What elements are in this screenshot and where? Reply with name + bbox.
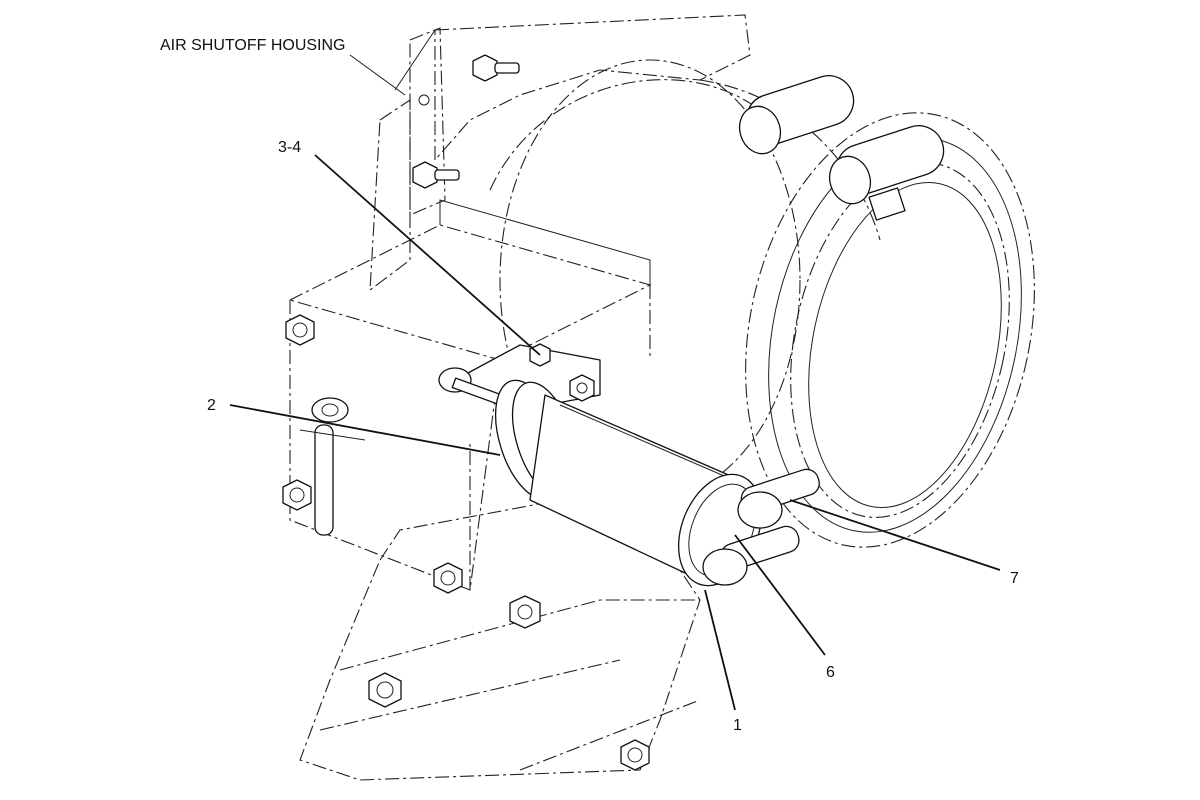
leader-1 <box>704 589 736 711</box>
leader-6 <box>734 534 826 656</box>
leader-lines <box>229 54 1001 711</box>
callout-3-4: 3-4 <box>278 139 301 156</box>
callout-6: 6 <box>826 664 835 681</box>
callout-2: 2 <box>207 397 216 414</box>
air-shutoff-housing-casting <box>299 14 1035 781</box>
linkage-rod <box>299 397 366 536</box>
cylinder-assembly <box>438 343 820 587</box>
callout-1: 1 <box>733 717 742 734</box>
mounting-box <box>288 199 652 591</box>
leader-2 <box>229 404 501 456</box>
flange-hole <box>418 94 430 106</box>
leader-3-4 <box>314 154 541 356</box>
leader-7 <box>789 499 1001 571</box>
leader-air-shutoff-housing <box>349 54 406 96</box>
box-bolts <box>282 314 650 771</box>
shutoff-rollers <box>738 75 945 221</box>
callout-7: 7 <box>1010 570 1019 587</box>
label-air-shutoff-housing: AIR SHUTOFF HOUSING <box>160 37 346 54</box>
flange-studs <box>412 54 520 189</box>
